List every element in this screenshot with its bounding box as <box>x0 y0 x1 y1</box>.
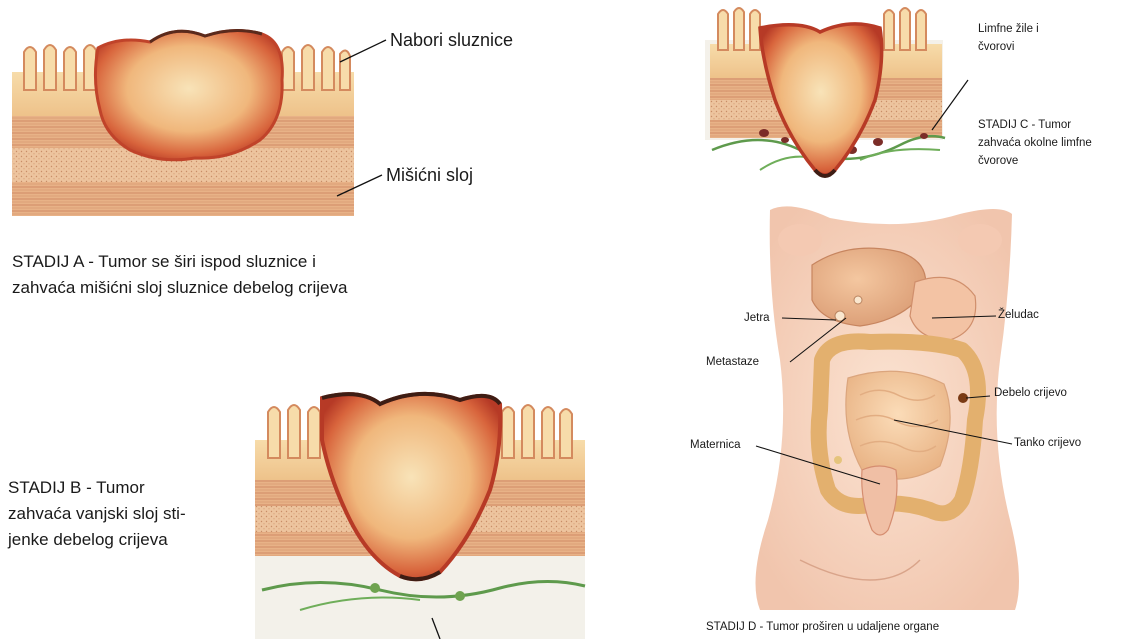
stage-b-illustration <box>255 394 585 639</box>
label-stomach: Želudac <box>998 308 1039 323</box>
label-muscle-layer: Mišićni sloj <box>386 163 473 188</box>
stage-b-caption-line1: STADIJ B - Tumor <box>8 476 145 500</box>
label-uterus: Maternica <box>690 438 741 453</box>
stage-a-caption-line2: zahvaća mišićni sloj sluznice debelog cr… <box>12 276 347 300</box>
stage-a-caption-line1: STADIJ A - Tumor se širi ispod sluznice … <box>12 250 316 274</box>
stage-a-illustration <box>12 30 354 216</box>
label-large-intestine: Debelo crijevo <box>994 386 1067 401</box>
label-metastases: Metastaze <box>706 355 759 370</box>
label-mucosal-folds: Nabori sluznice <box>390 28 513 53</box>
label-lymph-line2: čvorovi <box>978 40 1014 54</box>
stage-c-caption-line3: čvorove <box>978 154 1018 168</box>
stage-c-caption-line1: STADIJ C - Tumor <box>978 118 1071 132</box>
stage-c-caption-line2: zahvaća okolne limfne <box>978 136 1092 150</box>
stage-d-caption: STADIJ D - Tumor proširen u udaljene org… <box>706 620 939 635</box>
label-small-intestine: Tanko crijevo <box>1014 436 1081 451</box>
label-lymph-line1: Limfne žile i <box>978 22 1039 36</box>
stage-b-caption-line3: jenke debelog crijeva <box>8 528 168 552</box>
stage-d-illustration <box>756 206 1020 610</box>
label-liver: Jetra <box>744 311 770 326</box>
stage-c-illustration <box>705 8 945 176</box>
stage-b-caption-line2: zahvaća vanjski sloj sti- <box>8 502 186 526</box>
